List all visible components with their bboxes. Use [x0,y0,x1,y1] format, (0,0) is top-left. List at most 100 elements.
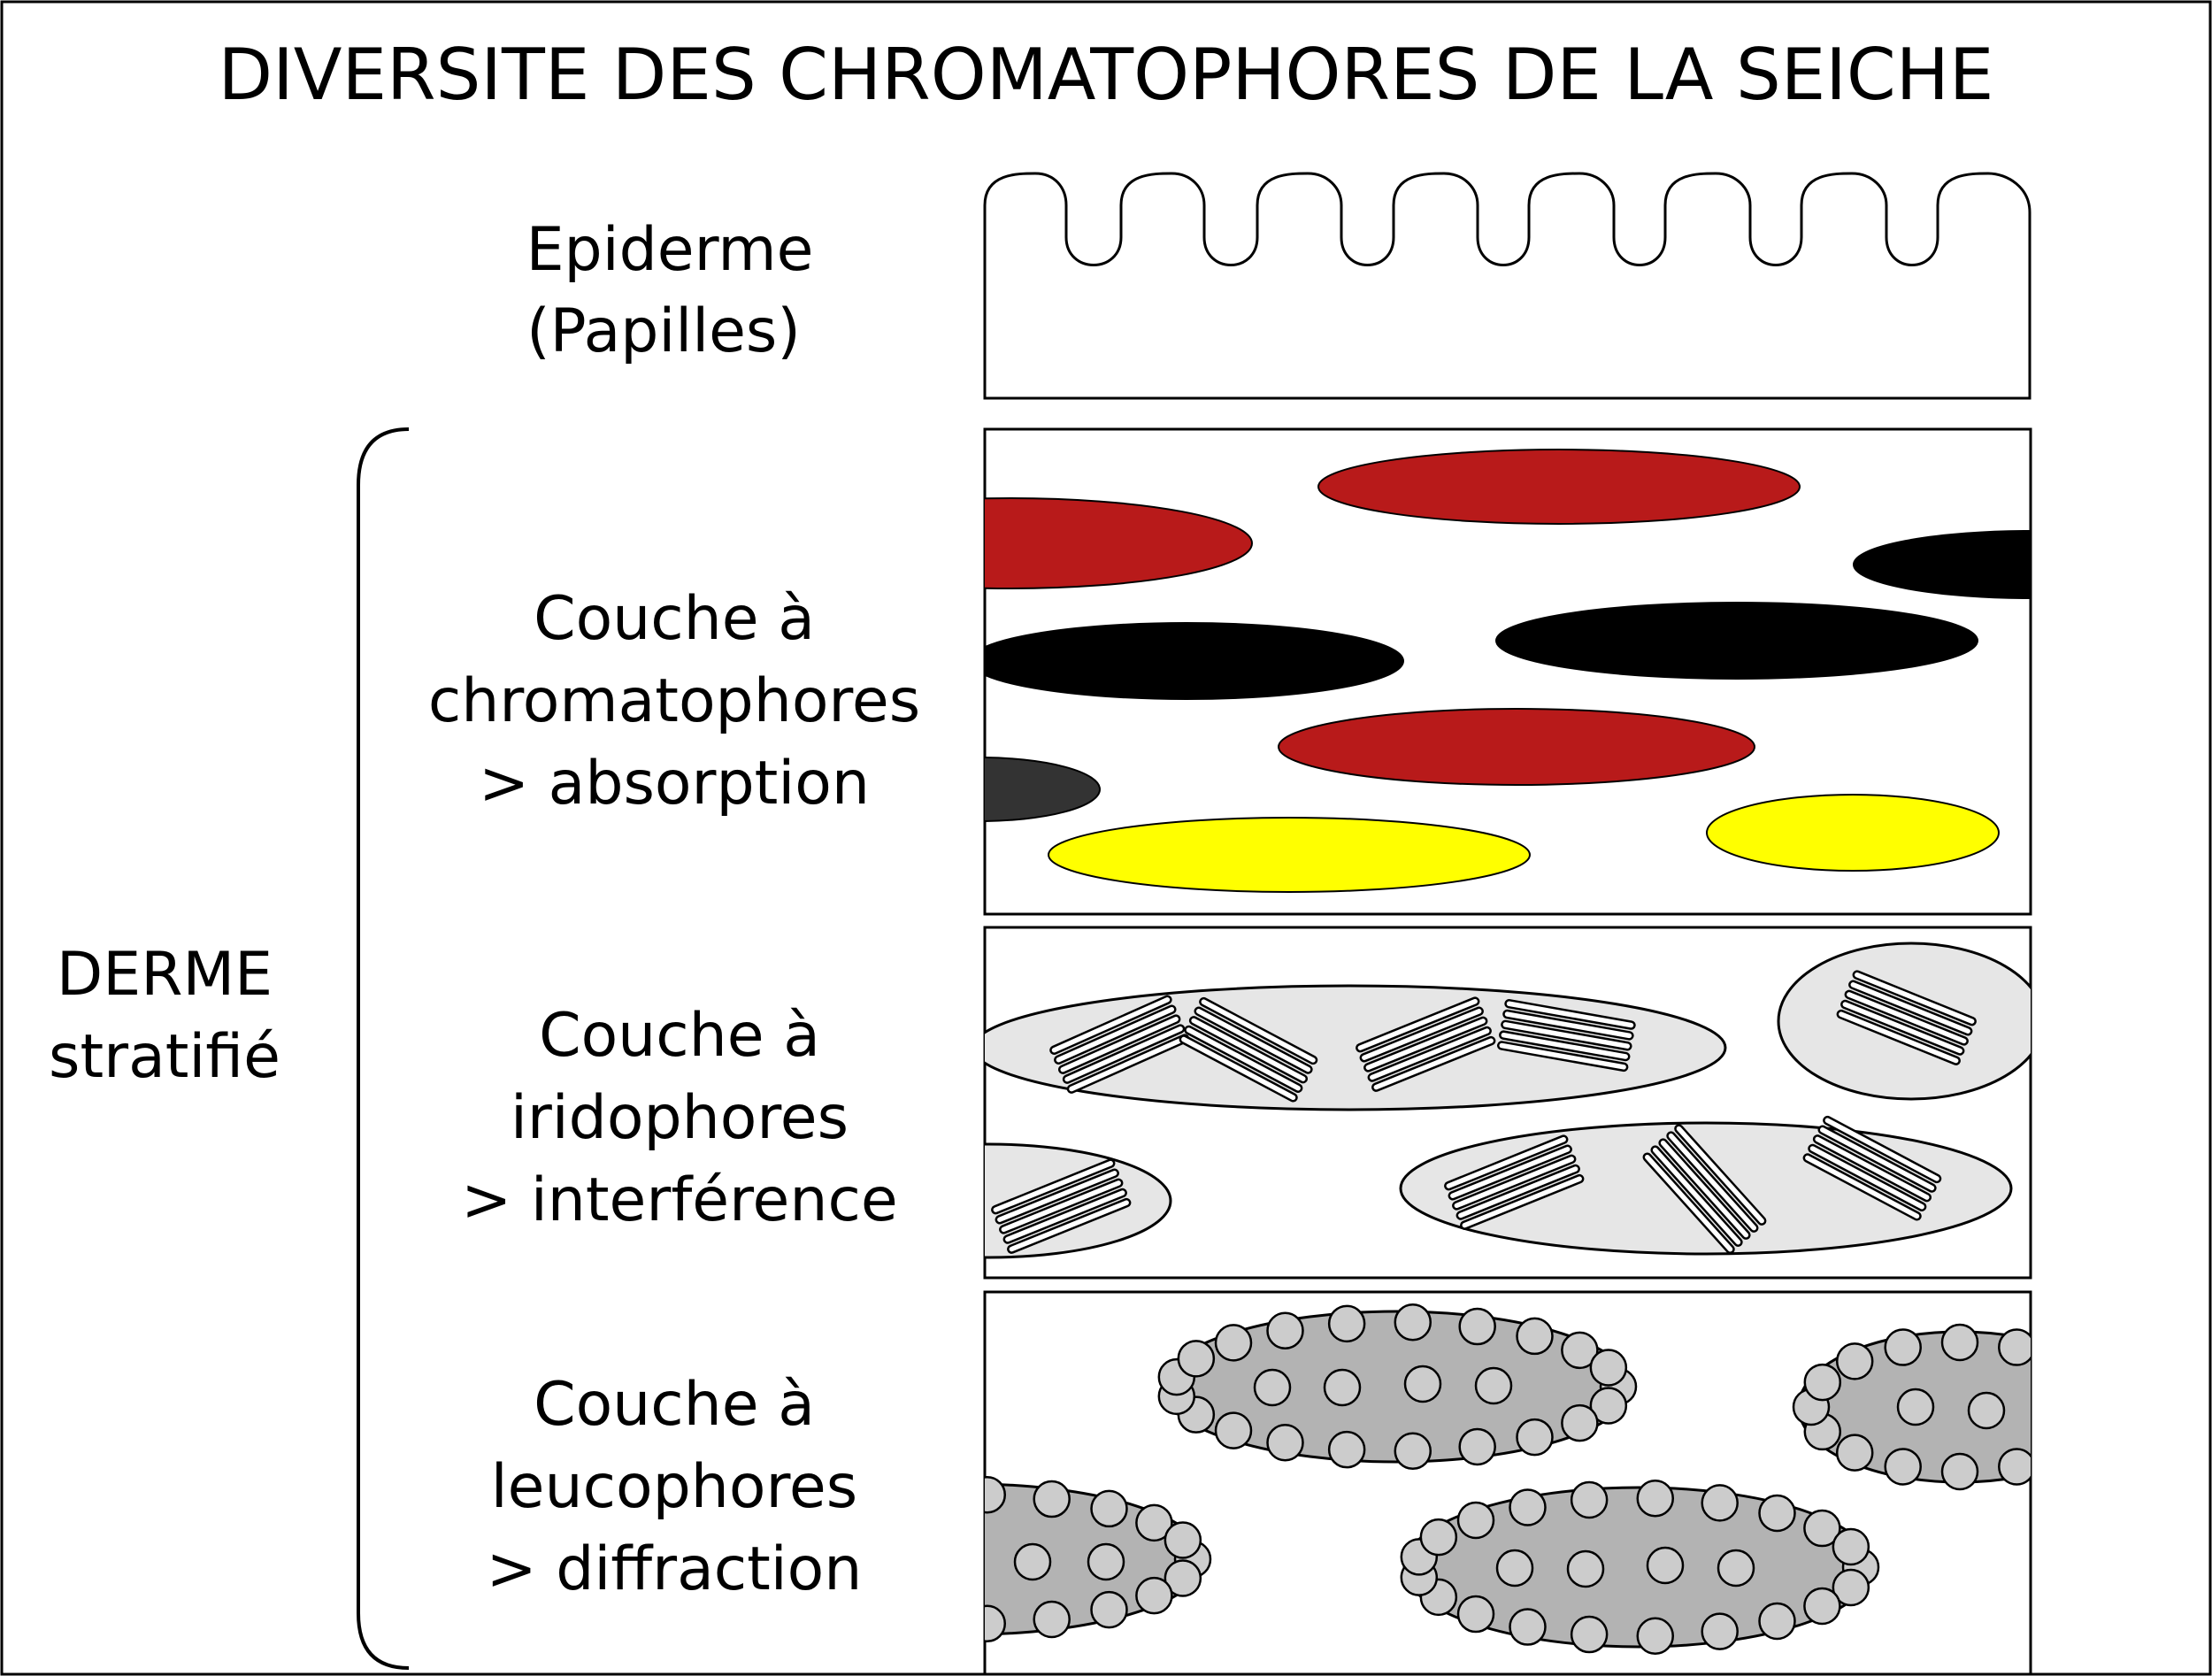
platelet [1054,1004,1177,1065]
platelet [999,1178,1124,1234]
granule [1589,1387,1628,1425]
platelet [1499,1030,1631,1062]
platelet [1199,996,1318,1065]
granule [1327,1430,1366,1469]
platelet-stack [1802,1115,1942,1221]
platelet [1002,1188,1127,1244]
iridophore-layer-label: Couche à iridophores > interférence [461,1001,897,1235]
chromatophore-red [985,497,1253,589]
derme-group-label: DERME stratifié [49,940,280,1092]
chromatophore-layer [983,427,2032,916]
platelet [1848,980,1973,1036]
platelet [1817,1125,1937,1193]
granule [1884,1328,1922,1366]
granule [1636,1617,1675,1656]
platelet-stack [991,1158,1132,1254]
platelet [1642,1152,1735,1254]
platelet [1501,1019,1632,1051]
granule [1327,1304,1366,1343]
epiderme-label: Epiderme (Papilles) [526,215,814,366]
platelet [1666,1131,1759,1233]
granule [1177,1340,1216,1378]
granule [1646,1546,1685,1585]
platelet-stack [1496,998,1636,1072]
platelet [1502,1009,1634,1041]
granule [1758,1494,1796,1533]
granule [1803,1587,1841,1626]
leucophore-layer [983,1290,2032,1676]
platelet [1057,1014,1181,1074]
platelet [1444,1134,1569,1191]
platelet [1194,1006,1313,1074]
platelet [1062,1024,1186,1084]
platelet [1371,1035,1496,1092]
platelet [1363,1016,1488,1072]
platelet [1455,1164,1580,1220]
derme-brace [357,427,410,1670]
granule [1214,1411,1253,1449]
platelet [1356,996,1480,1053]
platelet-stack [1444,1134,1585,1230]
leucophore-label-line-3: > diffraction [487,1534,863,1604]
granule [1884,1448,1922,1486]
chromatophore-yellow [1706,794,2000,872]
granule [1135,1576,1173,1615]
granule [1474,1366,1513,1405]
platelet [1504,998,1636,1030]
granule [1266,1423,1304,1462]
chromatophore-label-line-2: chromatophores [428,666,920,736]
chromatophore-black [985,622,1404,700]
granule [1803,1363,1842,1402]
granule [1832,1527,1870,1566]
granule [1495,1549,1534,1588]
granule [1458,1307,1496,1346]
granule [1033,1600,1071,1639]
granule [1458,1427,1496,1466]
platelet [1674,1124,1767,1226]
platelet-stack [1836,970,1977,1065]
chromatophore-black [1495,602,1978,680]
iridophore-layer [983,926,2032,1280]
chromatophore-red [1278,708,1755,786]
chromatophore-layer-label: Couche à chromatophores > absorption [428,584,920,819]
platelet [1359,1006,1484,1063]
granule [1516,1317,1554,1356]
platelet [1650,1145,1743,1247]
granule [1456,1595,1495,1634]
chromatophore-yellow [1048,817,1531,893]
granule [1717,1549,1755,1588]
leucophore-label-line-1: Couche à [534,1370,815,1440]
platelet [1188,1016,1308,1084]
leucophore-layer-label: Couche à leucophores > diffraction [487,1370,863,1604]
platelet [1007,1197,1132,1254]
granule [1701,1484,1739,1522]
diagram-title: DIVERSITE DES CHROMATOPHORES DE LA SEICH… [219,34,1994,116]
granule [1570,1480,1609,1519]
platelet-stack [1179,996,1318,1103]
granule [1701,1612,1739,1650]
granule [1323,1368,1362,1407]
granule [1589,1349,1628,1387]
platelet [1823,1115,1942,1184]
derme-label-line-2: stratifié [49,1022,280,1092]
chromatophore-dark-gray [985,757,1101,822]
granule [1636,1479,1675,1518]
platelet-stack [1642,1124,1767,1254]
platelet [1179,1034,1298,1103]
granule [1090,1590,1128,1629]
granule [1570,1615,1609,1654]
epiderme-outline [983,172,2032,400]
platelet [1844,989,1969,1046]
granule [1998,1328,2031,1366]
iridophore-label-line-1: Couche à [539,1001,820,1071]
granule [1253,1368,1292,1407]
granule [1419,1518,1458,1557]
iridophore-label-line-2: iridophores [511,1083,849,1153]
granule [985,1604,1007,1643]
platelet [995,1168,1119,1225]
granule [1394,1432,1432,1471]
platelet [1852,970,1977,1026]
granule [1896,1388,1935,1426]
granule [985,1475,1007,1514]
granule [1516,1418,1554,1457]
